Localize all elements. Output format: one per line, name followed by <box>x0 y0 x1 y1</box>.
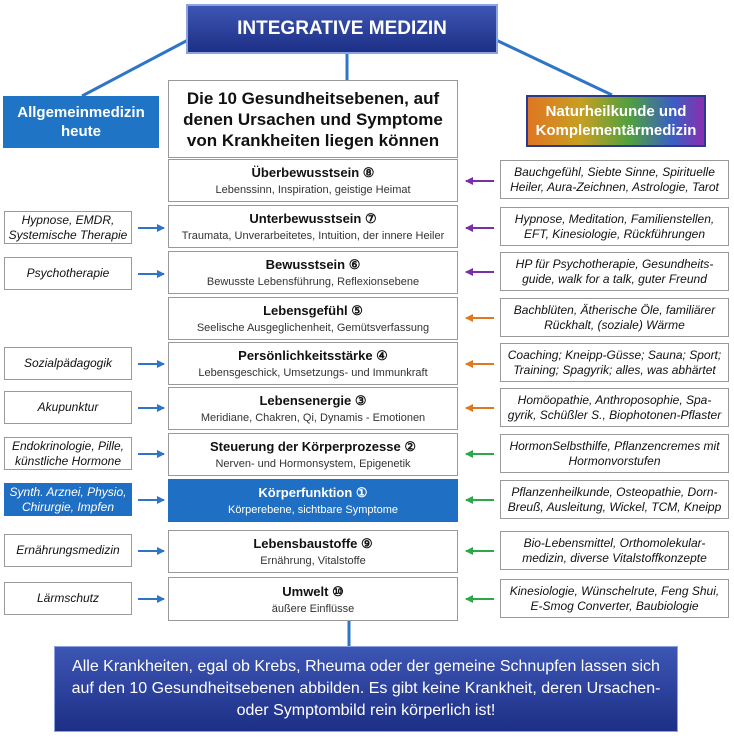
right-box-4: Bachblüten, Ätherische Öle, familiärer R… <box>500 298 729 337</box>
level-title: Überbewusstsein ⑧ <box>251 165 375 180</box>
level-box-1: Körperfunktion ① Körperebene, sichtbare … <box>168 479 458 522</box>
level-box-7: Unterbewusstsein ⑦ Traumata, Unverarbeit… <box>168 205 458 248</box>
connector-left-header <box>81 38 189 98</box>
connector-right-header <box>495 38 613 97</box>
right-column-header: Naturheilkunde und Komplementärmedizin <box>526 95 706 147</box>
level-title: Umwelt ⑩ <box>282 583 344 599</box>
left-box-laermschutz: Lärmschutz <box>4 582 132 615</box>
right-box-1: Bauchgefühl, Siebte Sinne, Spirituelle H… <box>500 160 729 199</box>
level-title: Steuerung der Körperprozesse ② <box>210 439 416 454</box>
level-box-6: Bewusstsein ⑥ Bewusste Lebensführung, Re… <box>168 251 458 294</box>
level-subtitle: Seelische Ausgeglichenheit, Gemütsverfas… <box>196 322 430 334</box>
right-box-9: Bio-Lebensmittel, Orthomolekular-medizin… <box>500 531 729 570</box>
center-title: Die 10 Gesundheitsebenen, auf denen Ursa… <box>168 80 458 158</box>
page-title: INTEGRATIVE MEDIZIN <box>186 4 498 54</box>
level-subtitle: äußere Einflüsse <box>271 602 355 615</box>
right-box-3: HP für Psychotherapie, Gesundheits-guide… <box>500 252 729 291</box>
level-title: Persönlichkeitsstärke ④ <box>238 348 388 363</box>
level-subtitle: Lebenssinn, Inspiration, geistige Heimat <box>215 184 411 196</box>
left-box-psychotherapie: Psychotherapie <box>4 257 132 290</box>
level-title: Körperfunktion ① <box>258 485 368 500</box>
level-title: Lebensbaustoffe ⑨ <box>253 536 373 551</box>
left-box-endokrinologie: Endokrinologie, Pille, künstliche Hormon… <box>4 437 132 470</box>
level-title: Bewusstsein ⑥ <box>265 257 361 272</box>
right-box-6: Homöopathie, Anthroposophie, Spa-gyrik, … <box>500 388 729 427</box>
level-box-3: Lebensenergie ③ Meridiane, Chakren, Qi, … <box>168 387 458 430</box>
level-box-10: Umwelt ⑩ äußere Einflüsse <box>168 577 458 621</box>
left-box-ernaehrungsmedizin: Ernährungsmedizin <box>4 534 132 567</box>
right-box-7: HormonSelbsthilfe, Pflanzencremes mit Ho… <box>500 434 729 473</box>
left-box-sozialpaedagogik: Sozialpädagogik <box>4 347 132 380</box>
level-box-8: Überbewusstsein ⑧ Lebenssinn, Inspiratio… <box>168 159 458 202</box>
left-box-akupunktur: Akupunktur <box>4 391 132 424</box>
right-box-2: Hypnose, Meditation, Familienstellen, EF… <box>500 207 729 246</box>
footer-statement: Alle Krankheiten, egal ob Krebs, Rheuma … <box>54 646 678 732</box>
level-subtitle: Bewusste Lebensführung, Reflexionsebene <box>206 276 420 288</box>
level-box-2: Steuerung der Körperprozesse ② Nerven- u… <box>168 433 458 476</box>
left-box-hypnose: Hypnose, EMDR, Systemische Therapie <box>4 211 132 244</box>
level-box-9: Lebensbaustoffe ⑨ Ernährung, Vitalstoffe <box>168 530 458 573</box>
level-title: Lebensgefühl ⑤ <box>263 303 363 318</box>
level-box-4: Persönlichkeitsstärke ④ Lebensgeschick, … <box>168 342 458 385</box>
left-box-synth-arznei: Synth. Arznei, Physio, Chirurgie, Impfen <box>4 483 132 516</box>
level-subtitle: Traumata, Unverarbeitetes, Intuition, de… <box>181 230 445 242</box>
right-box-10: Kinesiologie, Wünschelrute, Feng Shui, E… <box>500 579 729 618</box>
level-title: Lebensenergie ③ <box>259 393 367 408</box>
level-subtitle: Meridiane, Chakren, Qi, Dynamis - Emotio… <box>200 412 426 424</box>
level-subtitle: Ernährung, Vitalstoffe <box>260 555 366 567</box>
level-subtitle: Lebensgeschick, Umsetzungs- und Immunkra… <box>198 367 428 379</box>
right-box-5: Coaching; Kneipp-Güsse; Sauna; Sport; Tr… <box>500 343 729 382</box>
level-title: Unterbewusstsein ⑦ <box>249 211 377 226</box>
level-subtitle: Körperebene, sichtbare Symptome <box>228 504 398 516</box>
right-box-8: Pflanzenheilkunde, Osteopathie, Dorn-Bre… <box>500 480 729 519</box>
left-column-header: Allgemeinmedizin heute <box>3 96 159 148</box>
level-box-5: Lebensgefühl ⑤ Seelische Ausgeglichenhei… <box>168 297 458 340</box>
level-subtitle: Nerven- und Hormonsystem, Epigenetik <box>215 458 411 470</box>
